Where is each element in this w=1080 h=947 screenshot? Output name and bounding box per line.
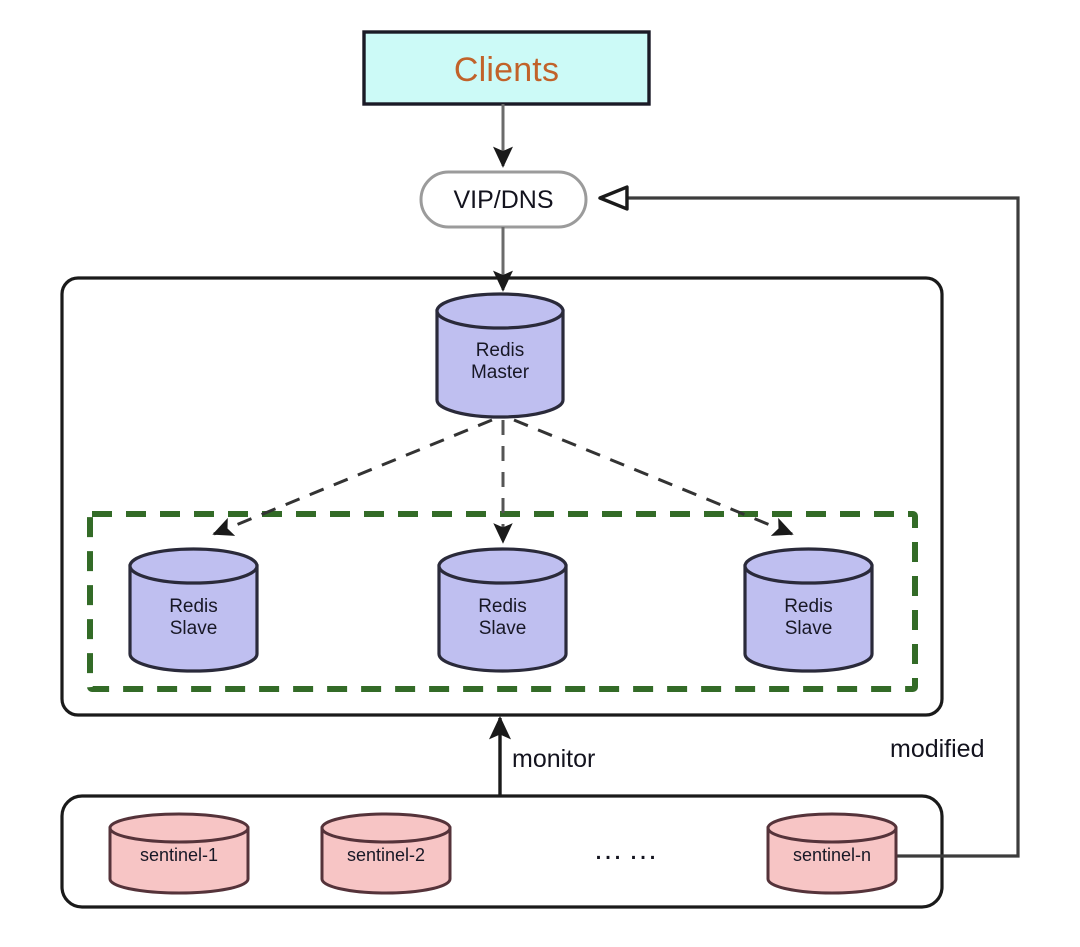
node-redis-slave-1[interactable] xyxy=(128,547,259,673)
group-sentinel-cluster xyxy=(60,794,944,909)
edge-modified-to-vip xyxy=(598,185,1020,858)
node-redis-slave-3[interactable] xyxy=(743,547,874,673)
node-sentinel-1[interactable] xyxy=(108,812,250,895)
node-clients-box[interactable] xyxy=(362,30,651,106)
node-vip-pill[interactable] xyxy=(419,170,588,229)
group-slave-dashed xyxy=(87,511,918,692)
node-redis-master[interactable] xyxy=(435,292,565,419)
node-sentinel-n[interactable] xyxy=(766,812,898,895)
node-redis-slave-2[interactable] xyxy=(437,547,568,673)
node-sentinel-2[interactable] xyxy=(320,812,452,895)
